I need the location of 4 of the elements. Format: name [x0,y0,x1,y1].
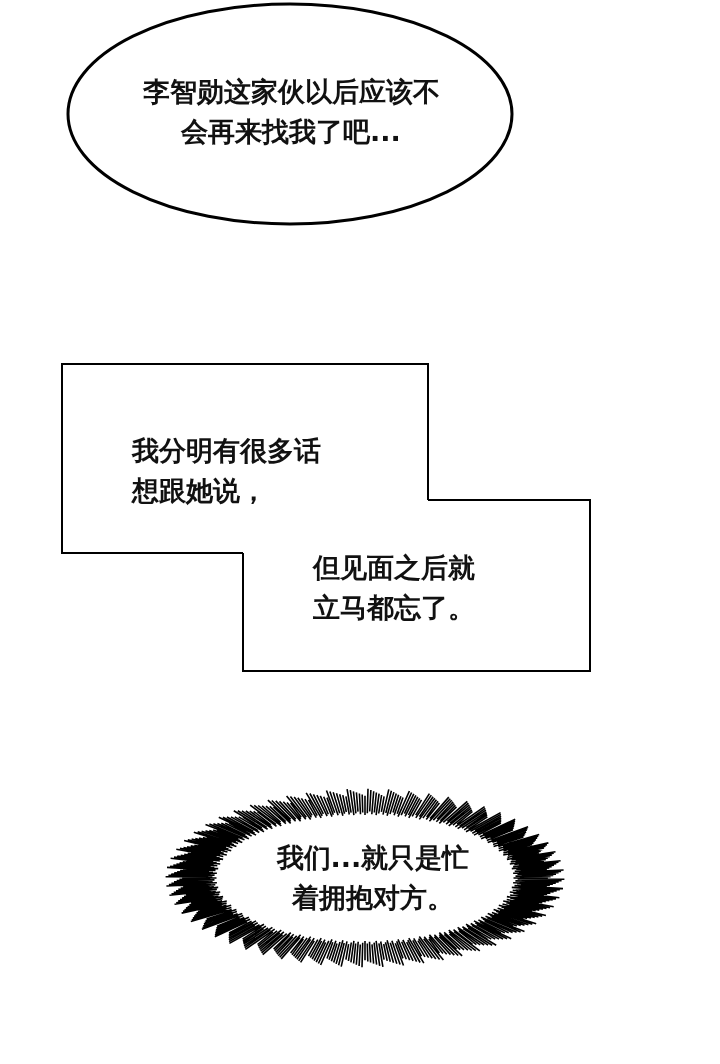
bubble-text: 我分明有很多话想跟她说， [132,434,322,508]
bubble-text: 李智勋这家伙以后应该不会再来找我了吧... [141,75,441,149]
bubble-text: 我们...就只是忙着拥抱对方。 [275,841,471,915]
bubble-text: 但见面之后就立马都忘了。 [313,551,476,625]
